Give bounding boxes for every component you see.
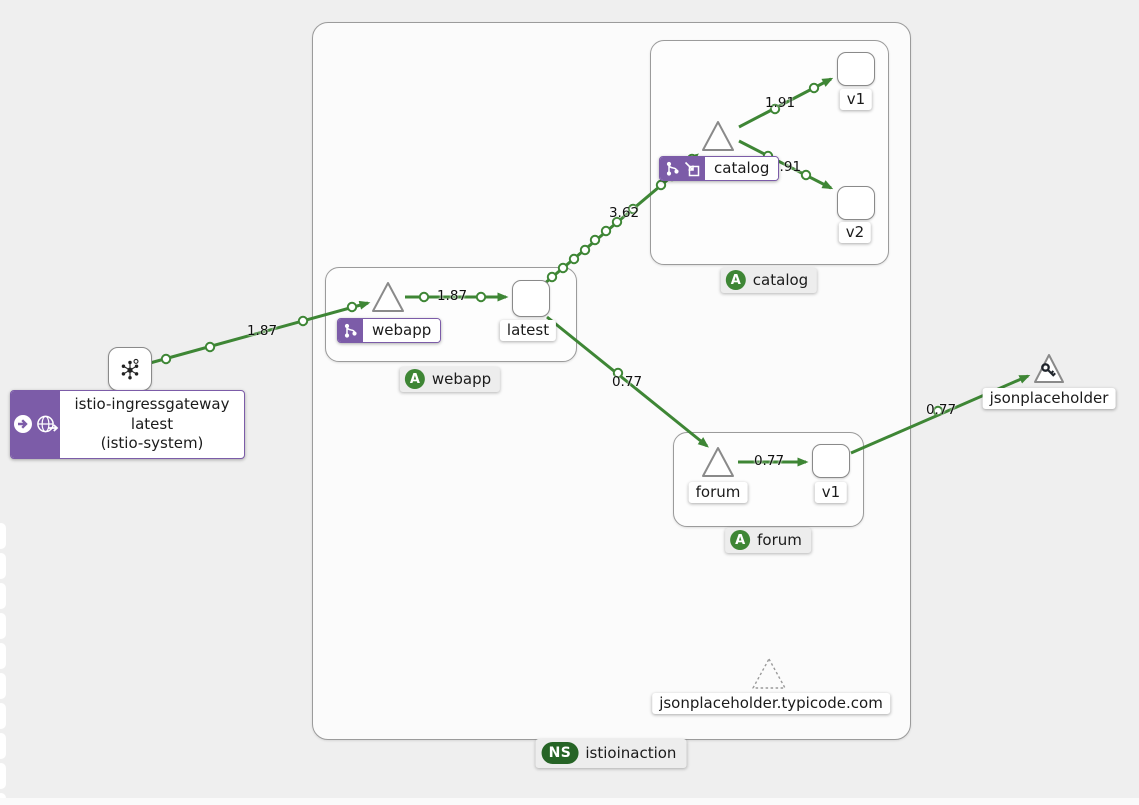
node-serviceentry-jsonplaceholder[interactable] [1032,352,1066,385]
edge-label-latest-catalog: 3.62 [608,205,640,221]
mesh-icon [121,358,139,380]
node-workload-forum-v1[interactable] [812,444,850,478]
label-namespace-istioinaction[interactable]: NS istioinaction [535,739,687,768]
service-badges-catalog [660,157,705,180]
label-workload-catalog-v1[interactable]: v1 [839,89,873,110]
gateway-title-line1: istio-ingressgateway [74,395,230,413]
node-istio-ingressgateway[interactable] [108,347,152,391]
namespace-name: istioinaction [585,744,677,762]
clipped-legend-strip [0,523,6,549]
clipped-legend-strip [0,613,6,639]
key-icon [1041,363,1056,377]
node-service-catalog[interactable] [700,119,736,153]
request-routing-icon [684,161,700,176]
label-app-catalog[interactable]: A catalog [720,268,818,293]
label-service-webapp[interactable]: webapp [337,318,442,343]
label-istio-ingressgateway[interactable]: istio-ingressgateway latest (istio-syste… [10,390,245,459]
clipped-legend-strip [0,763,6,789]
node-external-host[interactable] [750,655,788,691]
app-name-webapp: webapp [431,370,492,388]
app-badge-icon: A [730,530,751,550]
node-workload-catalog-v2[interactable] [837,186,875,220]
service-name-webapp: webapp [363,319,441,342]
virtual-service-icon [344,323,357,338]
label-service-forum[interactable]: forum [688,482,748,503]
gateway-title-line2: latest [130,414,174,433]
edge-label-v1-jsonplaceholder: 0.77 [925,402,957,418]
clipped-legend-strip [0,643,6,669]
app-name-catalog: catalog [752,271,809,289]
app-name-forum: forum [757,531,802,549]
clipped-legend-strip [0,583,6,609]
edge-catalog-to-v1[interactable] [738,77,834,129]
service-badges-webapp [338,319,363,342]
node-workload-latest[interactable] [512,280,550,317]
clipped-legend-strip [0,703,6,729]
gateway-title-line3: (istio-system) [100,434,204,452]
clipped-legend-strip [0,733,6,759]
edge-label-catalog-v1: 1.91 [764,95,796,111]
clipped-legend-strip [0,553,6,579]
label-app-webapp[interactable]: A webapp [399,367,501,392]
edge-label-gw-webapp: 1.87 [246,323,278,339]
edge-gateway-to-webapp[interactable] [149,300,371,365]
label-workload-forum-v1[interactable]: v1 [814,482,848,503]
app-badge-icon: A [404,369,425,389]
edge-label-latest-forum: 0.77 [611,374,643,390]
clipped-legend-strip [0,673,6,699]
edge-label-webapp-latest: 1.87 [436,288,468,304]
gateway-badges [11,391,60,458]
edge-webapp-to-latest[interactable] [405,291,509,303]
label-app-forum[interactable]: A forum [725,528,811,553]
service-name-catalog: catalog [705,157,779,180]
label-workload-latest[interactable]: latest [499,320,557,341]
gateway-globe-icon [36,415,58,433]
app-badge-icon: A [725,270,746,290]
node-workload-catalog-v1[interactable] [837,52,875,86]
node-service-forum[interactable] [700,445,736,479]
virtual-service-icon [666,161,679,176]
circle-arrow-right-icon [13,415,32,434]
label-workload-catalog-v2[interactable]: v2 [838,222,872,243]
node-service-webapp[interactable] [370,280,406,314]
bottom-edge-strip [0,798,1139,805]
edge-latest-to-forum[interactable] [546,315,709,448]
label-service-catalog[interactable]: catalog [659,156,780,181]
namespace-badge-icon: NS [541,742,579,764]
gateway-title: istio-ingressgateway latest (istio-syste… [60,391,244,458]
label-external-host[interactable]: jsonplaceholder.typicode.com [652,693,890,714]
edge-label-forum-v1: 0.77 [753,453,785,469]
label-jsonplaceholder[interactable]: jsonplaceholder [982,388,1116,409]
